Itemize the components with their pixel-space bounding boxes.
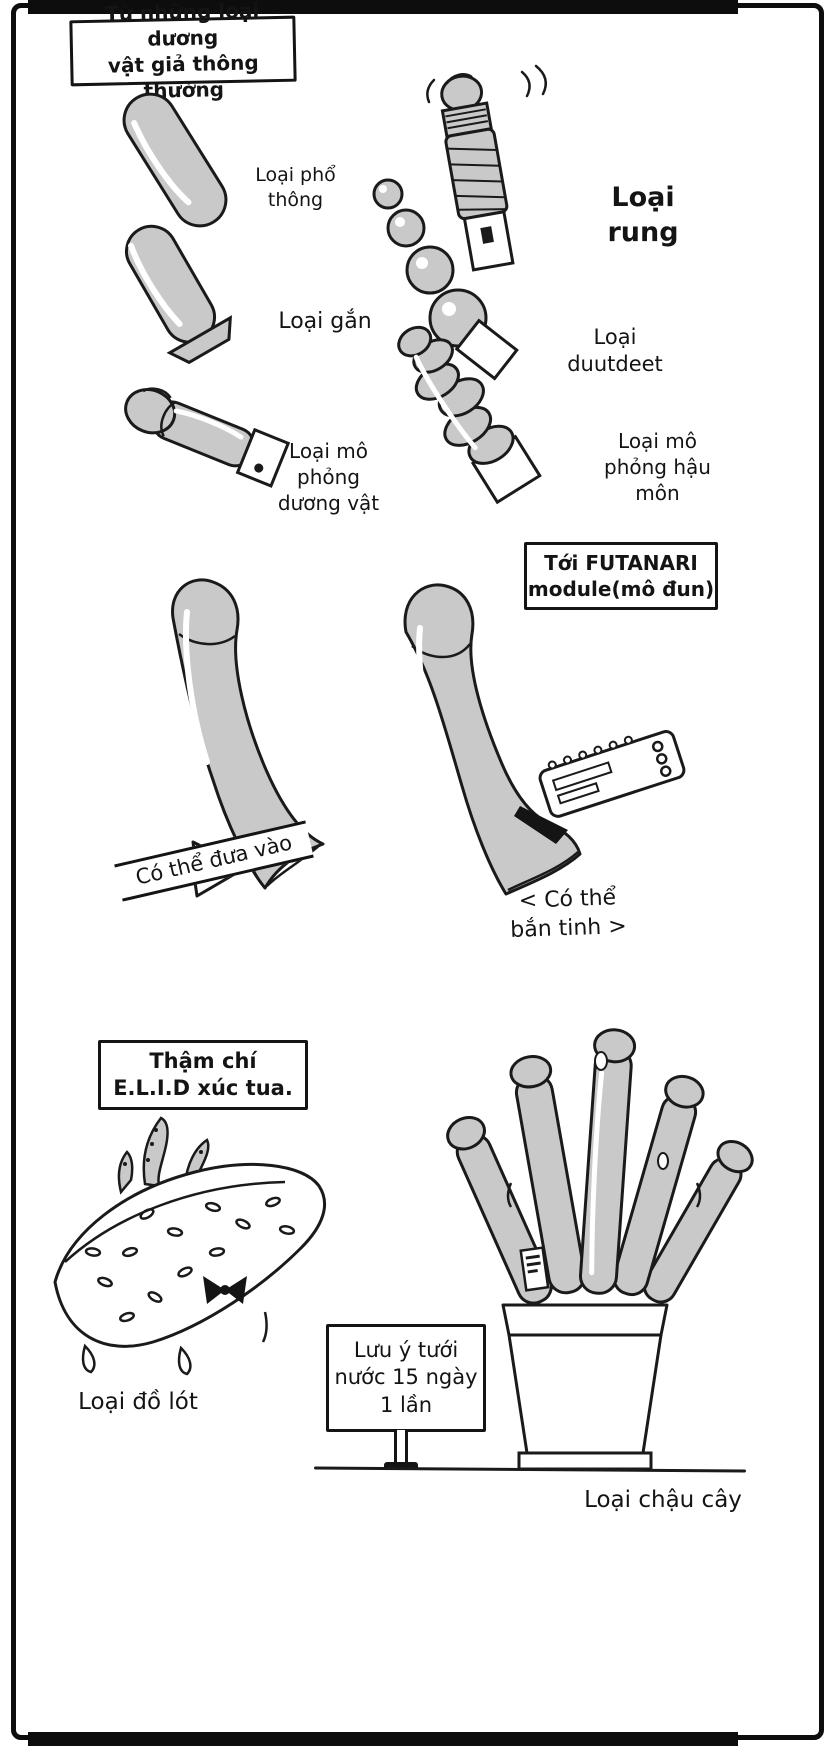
toy-anal-illustration: [397, 325, 542, 505]
elid-caption-box: Thậm chí E.L.I.D xúc tua.: [98, 1040, 308, 1110]
toy-realistic-label: Loại mô phỏng dương vật: [277, 439, 380, 515]
sign-base: [384, 1462, 418, 1470]
toy-basic-label: Loại phổ thông: [255, 164, 336, 211]
pot-rim: [501, 1303, 669, 1337]
bow-icon: [203, 1276, 247, 1304]
sign-post: [394, 1430, 408, 1468]
ejaculate-label: < Có thể bắn tinh >: [509, 885, 628, 943]
watering-sign-text: Lưu ý tưới nước 15 ngày 1 lần: [334, 1338, 478, 1417]
plant-tag-icon: [519, 1246, 550, 1292]
module-socket-shadow: [514, 806, 568, 844]
pot-body: [507, 1333, 663, 1455]
drip: [81, 1343, 96, 1374]
toy-strap-illustration: [125, 224, 232, 365]
toy-basic-illustration: [122, 92, 228, 228]
tentacle: [142, 1116, 169, 1188]
toy-anal-label: Loại mô phỏng hậu môn: [604, 429, 711, 505]
vibration-lines-icon: [426, 64, 548, 104]
battery-module-icon: [538, 730, 686, 818]
toy-beads-label: Loại duutdeet: [567, 325, 663, 377]
drip: [695, 1182, 702, 1208]
toy-strap-label: Loại gắn: [278, 309, 372, 334]
pot-base: [517, 1451, 653, 1471]
underwear-label: Loại đồ lót: [78, 1389, 198, 1415]
toy-vibrating-label: Loại rung: [607, 182, 679, 249]
stalk: [578, 1028, 637, 1295]
stalk: [612, 1074, 705, 1297]
stalk: [642, 1140, 754, 1304]
drip: [261, 1311, 268, 1343]
intro-caption-text: Từ những loại dương vật giả thông thường: [104, 0, 260, 103]
stalk: [509, 1055, 587, 1295]
underwear-illustration: [53, 1116, 327, 1376]
elid-caption-text: Thậm chí E.L.I.D xúc tua.: [113, 1048, 293, 1100]
drip: [506, 1182, 513, 1208]
watering-sign: Lưu ý tưới nước 15 ngày 1 lần: [326, 1324, 486, 1432]
panel-border: [11, 3, 824, 1740]
plant-pot-label: Loại chậu cây: [584, 1487, 742, 1513]
drip: [177, 1345, 192, 1376]
drip: [657, 1152, 669, 1170]
spot-pattern: [84, 1196, 296, 1323]
drip: [594, 1051, 608, 1071]
sleeve-module-illustration: [403, 583, 686, 896]
toy-beads-illustration: [372, 178, 519, 381]
futanari-caption-text: Tới FUTANARI module(mô đun): [527, 551, 715, 601]
tentacle: [117, 1150, 134, 1195]
toy-realistic-illustration: [124, 387, 291, 488]
futanari-caption-box: Tới FUTANARI module(mô đun): [524, 542, 718, 610]
toy-vibrating-illustration: [426, 64, 548, 272]
intro-caption-box: Từ những loại dương vật giả thông thường: [69, 0, 297, 103]
plant-illustration: [446, 1028, 754, 1471]
